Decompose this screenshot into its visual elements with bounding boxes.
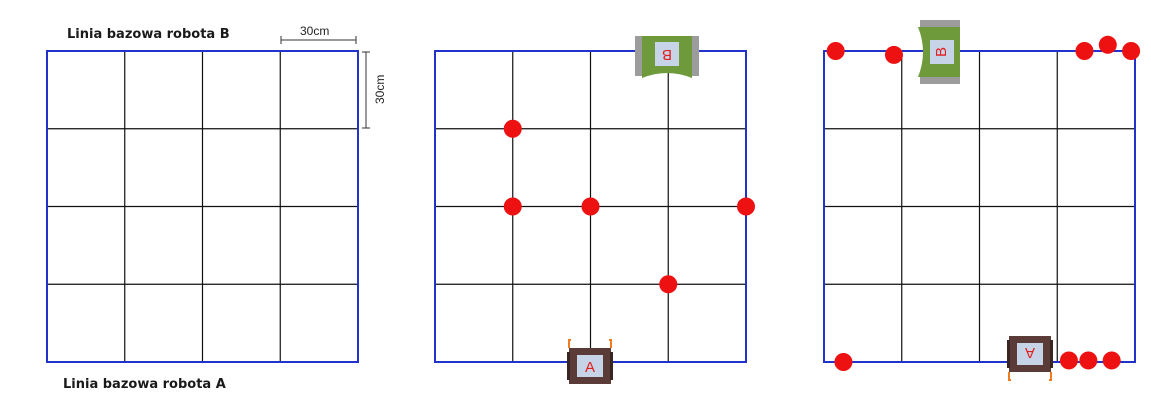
- robot-a-bracket-right: [1009, 372, 1011, 380]
- robot-a-bracket-left: [1049, 372, 1051, 380]
- robot-a-wheel-right: [1007, 340, 1010, 368]
- marker-dot: [1103, 351, 1121, 369]
- robot-b-wheel-right: [691, 36, 699, 76]
- robot-a: A: [1007, 336, 1053, 380]
- marker-dot: [582, 198, 600, 216]
- robot-a-letter: A: [1025, 344, 1035, 361]
- scale-label-horizontal: 30cm: [300, 24, 329, 38]
- robot-a-bracket-right: [609, 340, 611, 348]
- marker-dot: [1079, 351, 1097, 369]
- marker-dot: [834, 353, 852, 371]
- marker-dot: [1099, 36, 1117, 54]
- vertical-scale-bar: 30cm: [362, 52, 387, 128]
- robot-a-wheel-right: [610, 352, 613, 380]
- robot-b-wheel-left: [635, 36, 643, 76]
- horizontal-scale-bar: 30cm: [281, 24, 356, 44]
- robot-b-wheel-right: [920, 76, 960, 84]
- baseline-b-label: Linia bazowa robota B: [67, 27, 230, 42]
- robot-b-letter: B: [933, 47, 950, 57]
- marker-dot: [1122, 42, 1140, 60]
- marker-dot: [504, 120, 522, 138]
- scale-label-vertical: 30cm: [373, 75, 387, 104]
- marker-dot: [659, 275, 677, 293]
- baseline-a-label: Linia bazowa robota A: [63, 377, 226, 392]
- marker-dot: [885, 46, 903, 64]
- board-scenario-2: BA: [435, 36, 755, 384]
- robot-b: B: [918, 20, 960, 84]
- board-scenario-3: BA: [824, 20, 1140, 380]
- robot-a-letter: A: [585, 359, 595, 376]
- marker-dot: [1060, 351, 1078, 369]
- robot-a-wheel-left: [1050, 340, 1053, 368]
- board-empty-grid: [47, 51, 358, 362]
- robot-a-wheel-left: [567, 352, 570, 380]
- robot-a-bracket-left: [569, 340, 571, 348]
- marker-dot: [737, 198, 755, 216]
- marker-dot: [827, 42, 845, 60]
- marker-dot: [1075, 42, 1093, 60]
- robot-b: B: [635, 36, 699, 78]
- robot-b-wheel-left: [920, 20, 960, 28]
- marker-dot: [504, 198, 522, 216]
- robot-b-letter: B: [662, 46, 672, 63]
